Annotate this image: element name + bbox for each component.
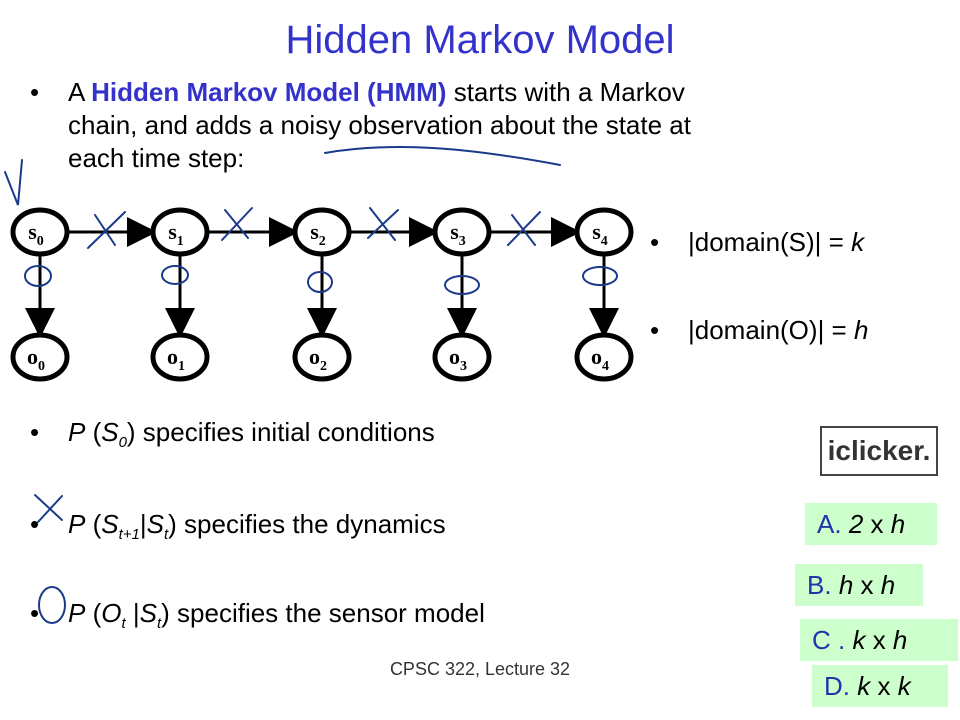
answer-d[interactable]: D. k x k — [812, 665, 948, 707]
iclicker-logo: iclicker. — [820, 426, 938, 476]
bullet-dot: • — [30, 598, 40, 628]
state-node — [10, 207, 70, 257]
state-label: s4 — [592, 219, 608, 249]
intro-line2: chain, and adds a noisy observation abou… — [68, 110, 691, 140]
state-label: s2 — [310, 219, 326, 249]
observation-label: o0 — [27, 344, 45, 374]
initial-conditions-text: ) specifies initial conditions — [126, 417, 435, 447]
bullet-dot: • — [30, 509, 40, 539]
state-label: s3 — [450, 219, 466, 249]
footer: CPSC 322, Lecture 32 — [389, 659, 571, 679]
state-label: s0 — [28, 219, 44, 249]
observation-label: o1 — [167, 344, 185, 374]
state-node — [292, 207, 352, 257]
observation-node — [432, 332, 492, 382]
bullet-dot: • — [650, 315, 660, 345]
domain-s-var: k — [851, 227, 865, 257]
circle-mark — [38, 586, 66, 624]
bullet-dot: • — [30, 77, 40, 107]
state-node — [150, 207, 210, 257]
bullet-dot: • — [30, 417, 40, 447]
intro-prefix: A — [68, 77, 92, 107]
intro-line1: starts with a Markov — [446, 77, 685, 107]
sensor-model-text: ) specifies the sensor model — [161, 598, 485, 628]
observation-node — [574, 332, 634, 382]
domain-o-text: |domain(O)| = — [688, 315, 854, 345]
intro-line3: each time step: — [68, 143, 245, 173]
hmm-highlight: Hidden Markov Model (HMM) — [91, 77, 447, 107]
slide-title: Hidden Markov Model — [285, 18, 675, 62]
answer-a[interactable]: A. 2 x h — [805, 503, 937, 545]
hmm-diagram: s0 o0 s1 o1 s2 o2 s3 o3 s4 o4 — [10, 207, 634, 382]
observation-label: o2 — [309, 344, 327, 374]
domain-o-var: h — [853, 315, 869, 345]
state-label: s1 — [168, 219, 184, 249]
answer-b[interactable]: B. h x h — [795, 564, 923, 606]
dynamics-text: ) specifies the dynamics — [168, 509, 446, 539]
state-node — [432, 207, 492, 257]
domain-s-text: |domain(S)| = — [688, 227, 852, 257]
observation-node — [10, 332, 70, 382]
answer-c[interactable]: C . k x h — [800, 619, 958, 661]
observation-label: o3 — [449, 344, 467, 374]
state-node — [574, 207, 634, 257]
observation-label: o4 — [591, 344, 609, 374]
observation-node — [150, 332, 210, 382]
bullet-dot: • — [650, 227, 660, 257]
observation-node — [292, 332, 352, 382]
